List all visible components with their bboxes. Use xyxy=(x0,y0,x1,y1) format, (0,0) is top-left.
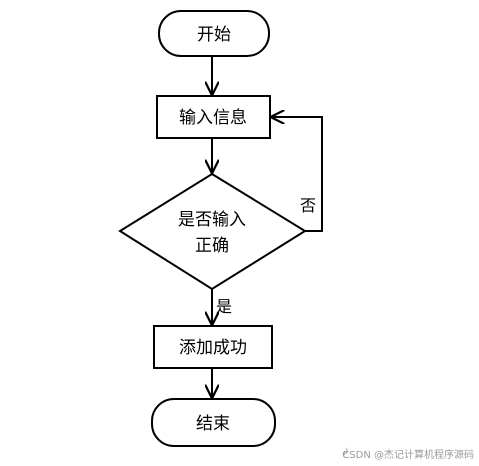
check-node-label-line2: 正确 xyxy=(195,236,229,256)
watermark-text: CSDN @杰记计算机程序源码 xyxy=(342,448,474,461)
input-node-label: 输入信息 xyxy=(179,108,247,128)
success-node-label: 添加成功 xyxy=(179,338,247,358)
input-node: 输入信息 xyxy=(156,95,271,139)
end-node-label: 结束 xyxy=(196,414,230,434)
edge-check-to-input-no xyxy=(272,117,323,232)
check-node: 是否输入 正确 xyxy=(118,172,307,291)
start-node: 开始 xyxy=(158,10,270,57)
edge-label-no: 否 xyxy=(300,196,316,215)
edge-label-yes: 是 xyxy=(216,297,232,316)
start-node-label: 开始 xyxy=(197,25,231,45)
check-node-label-line1: 是否输入 xyxy=(178,210,246,230)
end-node: 结束 xyxy=(151,398,276,447)
success-node: 添加成功 xyxy=(153,325,273,369)
watermark-mark: ↲ xyxy=(341,447,349,458)
